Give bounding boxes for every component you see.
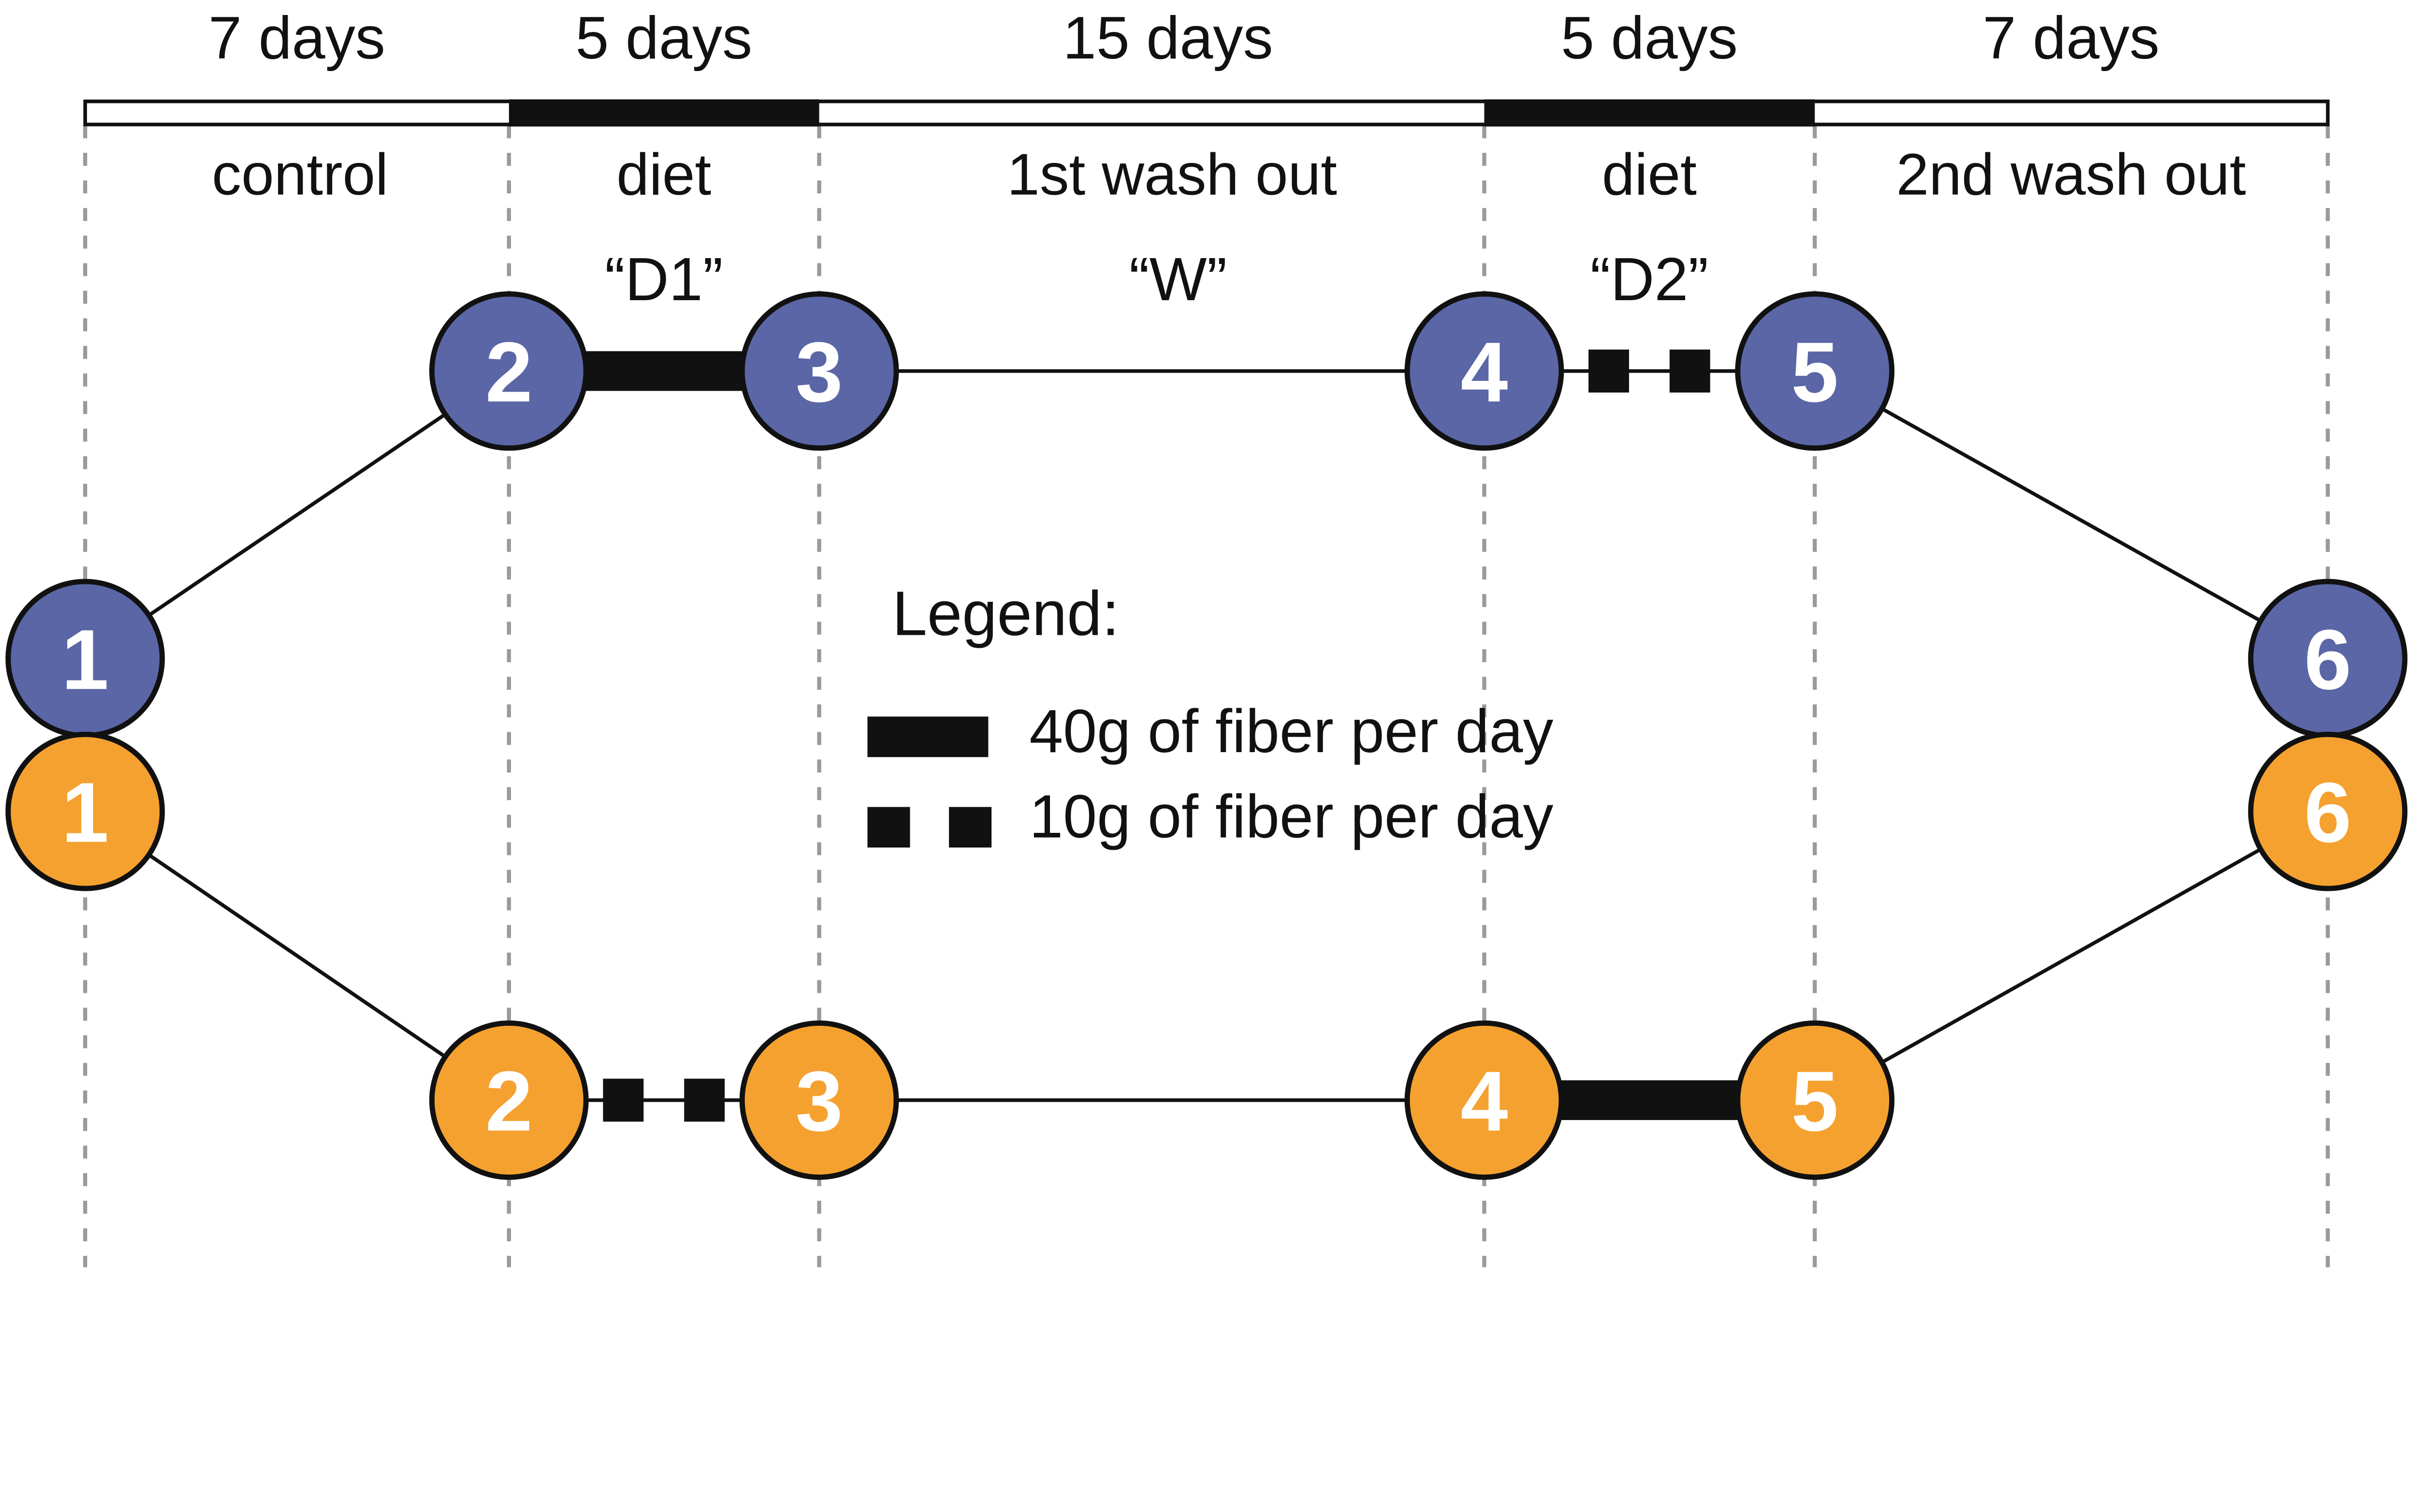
phase-label-diet2: diet <box>1602 142 1697 207</box>
node-orange-4-number: 4 <box>1460 1054 1508 1149</box>
node-blue-1: 1 <box>5 579 165 739</box>
node-orange-5: 5 <box>1735 1020 1895 1180</box>
node-blue-6-number: 6 <box>2304 612 2351 707</box>
blue-connector-5-6 <box>1814 369 2329 660</box>
phase-label-diet1: diet <box>616 142 711 207</box>
blue-arm-nodes: 1 2 3 4 5 6 <box>5 291 2408 739</box>
study-design-figure: 7 days 5 days 15 days 5 days 7 days cont… <box>5 4 2408 1267</box>
node-blue-4-number: 4 <box>1460 325 1508 420</box>
node-blue-3-number: 3 <box>796 325 843 420</box>
duration-label-1: 7 days <box>208 5 385 72</box>
node-orange-2: 2 <box>429 1020 589 1180</box>
study-design-diagram: 7 days 5 days 15 days 5 days 7 days cont… <box>5 5 2408 1267</box>
legend-10g-swatch-square-1 <box>867 807 910 848</box>
legend-title: Legend: <box>892 578 1120 649</box>
duration-label-3: 15 days <box>1063 5 1273 72</box>
node-orange-6: 6 <box>2248 731 2408 891</box>
node-orange-2-circle <box>429 1020 589 1180</box>
node-blue-5-circle <box>1735 291 1895 451</box>
legend-10g-swatch-square-2 <box>949 807 992 848</box>
node-orange-4: 4 <box>1404 1020 1564 1180</box>
timeline-diet1-segment <box>509 99 819 127</box>
node-blue-4-circle <box>1404 291 1564 451</box>
node-orange-1-number: 1 <box>61 766 109 860</box>
legend-40g-label: 40g of fiber per day <box>1029 697 1553 765</box>
timeline-bar <box>83 99 2330 127</box>
period-label-d2: “D2” <box>1590 245 1709 313</box>
phase-label-1st-wash-out: 1st wash out <box>1007 142 1337 207</box>
node-orange-3-circle <box>739 1020 899 1180</box>
period-label-w: “W” <box>1129 245 1227 313</box>
node-orange-6-circle <box>2248 731 2408 891</box>
timeline-bar-track <box>85 101 2328 125</box>
node-blue-3: 3 <box>739 291 899 451</box>
blue-connector-4-5-10g-square-1 <box>1588 349 1629 393</box>
node-orange-6-number: 6 <box>2304 766 2351 860</box>
orange-connector-2-3-10g-square-2 <box>684 1078 725 1122</box>
node-blue-2: 2 <box>429 291 589 451</box>
node-blue-4: 4 <box>1404 291 1564 451</box>
orange-connector-4-5-40g-bar <box>1557 1080 1742 1120</box>
phase-label-control: control <box>212 142 388 207</box>
duration-label-2: 5 days <box>575 5 752 72</box>
node-orange-2-number: 2 <box>485 1054 533 1149</box>
period-labels: “D1” “W” “D2” <box>605 245 1708 313</box>
node-blue-5-number: 5 <box>1791 325 1838 420</box>
node-orange-3-number: 3 <box>796 1054 843 1149</box>
duration-labels: 7 days 5 days 15 days 5 days 7 days <box>208 5 2159 72</box>
phase-label-2nd-wash-out: 2nd wash out <box>1896 142 2246 207</box>
node-blue-2-circle <box>429 291 589 451</box>
node-orange-1-circle <box>5 731 165 891</box>
timeline-bar-outline <box>83 99 2330 127</box>
node-blue-3-circle <box>739 291 899 451</box>
timeline-diet2-segment <box>1484 99 1815 127</box>
legend-10g-label: 10g of fiber per day <box>1029 782 1553 850</box>
orange-connector-5-6 <box>1814 810 2329 1102</box>
period-label-d1: “D1” <box>605 245 723 313</box>
node-orange-3: 3 <box>739 1020 899 1180</box>
orange-arm-nodes: 1 2 3 4 5 6 <box>5 731 2408 1180</box>
node-orange-4-circle <box>1404 1020 1564 1180</box>
node-orange-1: 1 <box>5 731 165 891</box>
blue-connector-4-5-10g-square-2 <box>1669 349 1710 393</box>
legend-40g-swatch <box>867 716 989 757</box>
node-blue-5: 5 <box>1735 291 1895 451</box>
duration-label-4: 5 days <box>1561 5 1738 72</box>
node-orange-5-circle <box>1735 1020 1895 1180</box>
blue-connector-2-3-40g-bar <box>582 351 746 391</box>
duration-label-5: 7 days <box>1982 5 2159 72</box>
blue-connector-1-2 <box>84 369 510 660</box>
node-blue-1-number: 1 <box>61 612 109 707</box>
phase-labels: control diet 1st wash out diet 2nd wash … <box>212 142 2246 207</box>
node-blue-6: 6 <box>2248 579 2408 739</box>
orange-connector-2-3-10g-square-1 <box>603 1078 644 1122</box>
node-orange-5-number: 5 <box>1791 1054 1838 1149</box>
legend: Legend: 40g of fiber per day 10g of fibe… <box>867 578 1554 850</box>
node-blue-2-number: 2 <box>485 325 533 420</box>
orange-connector-1-2 <box>84 810 510 1102</box>
